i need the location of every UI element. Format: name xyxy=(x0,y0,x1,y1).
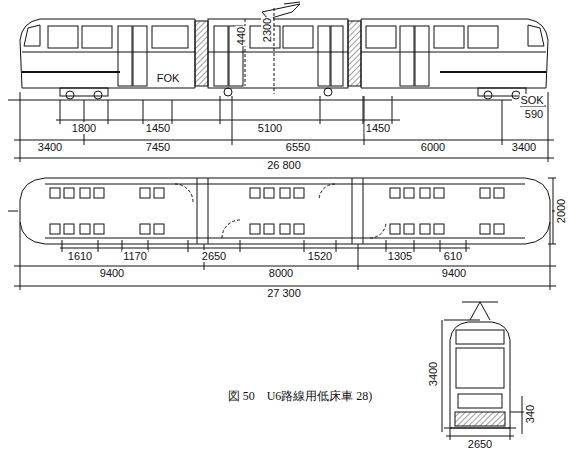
dimension-label: 1170 xyxy=(122,250,148,262)
dimension-label: 3400 xyxy=(37,141,63,153)
dimension-label: 6000 xyxy=(420,141,446,153)
dimension-label: 9400 xyxy=(99,267,125,279)
dimension-label: 1305 xyxy=(387,250,413,262)
dimension-label: 2650 xyxy=(467,438,493,450)
dimension-label: 3400 xyxy=(427,361,439,387)
dimension-label: 340 xyxy=(524,404,536,424)
dimension-label: 8000 xyxy=(268,267,294,279)
dimension-label: SOK xyxy=(519,94,544,106)
dimension-label: FOK xyxy=(156,72,181,84)
dimension-label: 1800 xyxy=(71,122,97,134)
figure-caption: 図 50 U6路線用低床車 28) xyxy=(226,388,375,405)
dimension-label: 3400 xyxy=(511,141,537,153)
dimension-label: 1450 xyxy=(145,122,171,134)
dimension-label: 1610 xyxy=(67,250,93,262)
dimension-label: 9400 xyxy=(441,267,467,279)
dimension-label: 440 xyxy=(235,26,247,46)
side-view xyxy=(8,2,548,106)
dimension-label: 5100 xyxy=(257,122,283,134)
dimension-label: 1520 xyxy=(307,250,333,262)
dimension-label: 2000 xyxy=(555,198,567,224)
front-view xyxy=(442,302,528,440)
dimension-label: 6550 xyxy=(285,141,311,153)
plan-dimensions xyxy=(14,222,556,290)
dimension-label: 7450 xyxy=(145,141,171,153)
dimension-lines xyxy=(14,92,554,162)
dimension-label: 2650 xyxy=(201,250,227,262)
dimension-label: 610 xyxy=(443,250,463,262)
dimension-label: 1450 xyxy=(365,122,391,134)
dimension-label: 27 300 xyxy=(266,287,302,299)
plan-view xyxy=(8,178,562,244)
dimension-label: 2300 xyxy=(261,17,273,43)
dimension-label: 590 xyxy=(524,108,544,120)
dimension-label: 26 800 xyxy=(266,159,302,171)
